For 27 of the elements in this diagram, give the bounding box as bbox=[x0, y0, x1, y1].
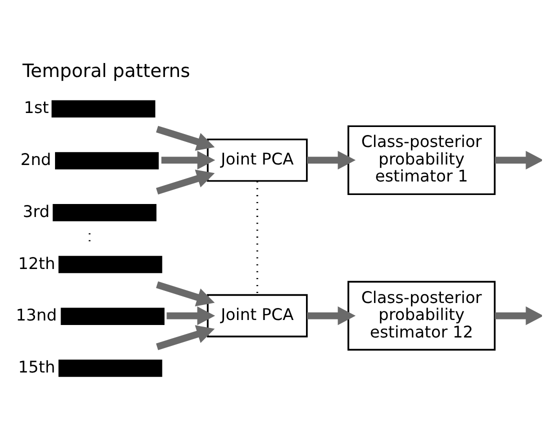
node-bar bbox=[52, 203, 156, 221]
node-bar bbox=[58, 359, 162, 376]
diagram-title: Temporal patterns bbox=[22, 60, 190, 82]
node-label: 2nd bbox=[20, 150, 52, 169]
arrow bbox=[156, 125, 215, 150]
node-label: 13nd bbox=[16, 305, 57, 324]
node-bar bbox=[55, 152, 159, 169]
node-label: 3rd bbox=[22, 201, 50, 220]
node-box: Class-posterior probability estimator 1 bbox=[347, 124, 496, 195]
node-bar bbox=[60, 307, 165, 324]
arrow bbox=[494, 306, 542, 325]
arrow bbox=[161, 150, 216, 170]
node-box: Joint PCA bbox=[206, 138, 308, 182]
arrow bbox=[166, 306, 216, 325]
node-box: Class-posterior probability estimator 12 bbox=[347, 280, 496, 350]
node-bar bbox=[52, 100, 156, 118]
arrow bbox=[494, 150, 542, 170]
node-label: 15th bbox=[18, 356, 56, 376]
node-label: 1st bbox=[24, 98, 49, 117]
node-box: Joint PCA bbox=[206, 294, 308, 337]
arrow bbox=[307, 306, 356, 325]
node-label: 12th bbox=[18, 253, 56, 272]
node-bar bbox=[58, 255, 162, 273]
arrow bbox=[156, 169, 215, 194]
arrow bbox=[307, 150, 356, 170]
arrow bbox=[156, 280, 215, 306]
arrow bbox=[156, 324, 215, 350]
